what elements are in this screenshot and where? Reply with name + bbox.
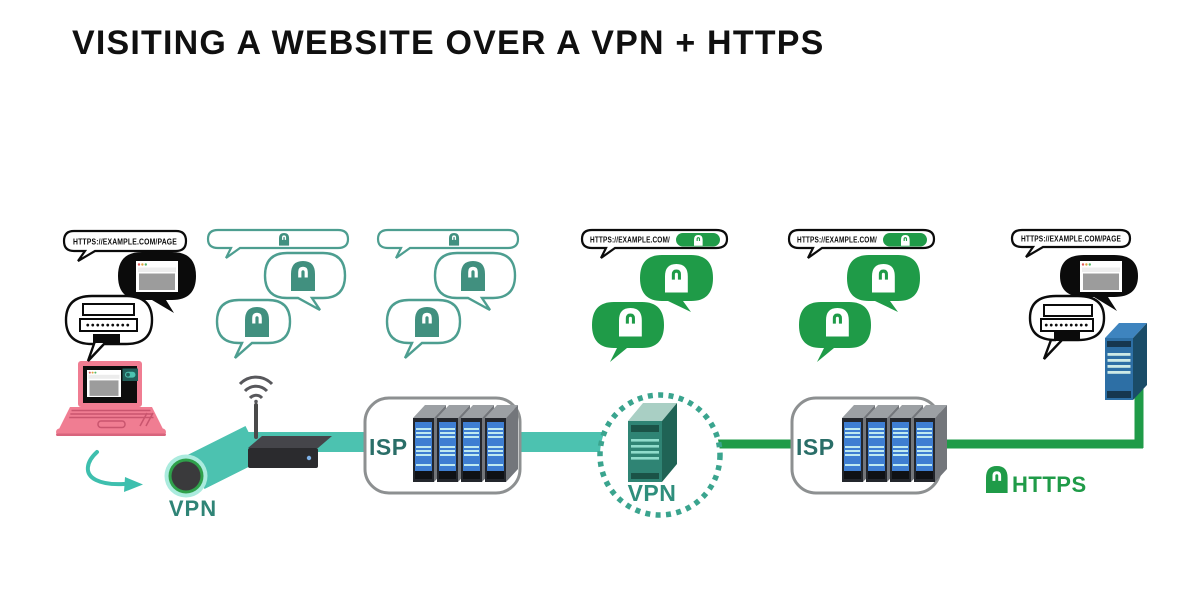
login-button-icon <box>1054 332 1080 341</box>
wifi-dot <box>254 399 258 404</box>
user-url-text: HTTPS://EXAMPLE.COM/PAGE <box>73 238 177 247</box>
keyboard <box>69 409 154 427</box>
login-button-icon <box>93 334 120 343</box>
browser-window-icon <box>1080 261 1122 292</box>
page-title: VISITING A WEBSITE OVER A VPN + HTTPS <box>72 24 825 62</box>
router-top <box>248 436 332 448</box>
browser-window-icon <box>87 370 121 397</box>
wifi-router <box>238 375 332 468</box>
tunnel-opening-core <box>171 461 201 491</box>
lock-icon <box>291 261 315 291</box>
browser-window-icon <box>136 261 178 292</box>
destination-login-bubble <box>1028 294 1106 360</box>
https-label: HTTPS <box>1012 472 1087 497</box>
destination-url-bubble <box>1010 228 1132 258</box>
https-encrypted-traffic-1: HTTPS://EXAMPLE.COM/ <box>580 228 729 362</box>
user-traffic-group: HTTPS://EXAMPLE.COM/PAGE ••••••••• <box>62 229 196 362</box>
destination-url-text: HTTPS://EXAMPLE.COM/PAGE <box>1021 235 1121 244</box>
isp-box-1: ISP <box>363 396 522 495</box>
encrypted-url-pill <box>206 228 350 259</box>
vpn-server-node: VPN <box>597 392 723 518</box>
lock-icon <box>665 264 688 293</box>
destination-server-icon <box>1105 323 1147 400</box>
vpn-server-label: VPN <box>628 480 677 506</box>
isp-2-label: ISP <box>796 434 835 460</box>
vpn-tunnel-label: VPN <box>169 496 217 521</box>
lock-icon <box>619 308 642 337</box>
server-tower-icon <box>485 405 518 482</box>
router-led <box>306 455 312 461</box>
encrypted-url-text: HTTPS://EXAMPLE.COM/ <box>590 236 670 245</box>
vpn-toggle-icon <box>122 368 138 381</box>
wifi-icon <box>238 375 274 400</box>
router-antenna <box>254 403 258 439</box>
vpn-encrypted-traffic-1 <box>206 228 350 359</box>
isp-1-label: ISP <box>369 434 408 460</box>
login-form-icon: ••••••••• <box>1040 304 1094 341</box>
password-mask-text: ••••••••• <box>1044 321 1089 332</box>
vpn-server-tower-icon <box>628 403 677 482</box>
destination-traffic-group: HTTPS://EXAMPLE.COM/PAGE ••••••••• <box>1010 228 1138 360</box>
user-url-bubble <box>62 229 188 262</box>
lock-icon <box>694 235 703 246</box>
lock-icon <box>986 466 1008 493</box>
laptop <box>56 361 166 436</box>
touchpad <box>97 420 126 429</box>
user-login-bubble <box>64 294 154 362</box>
https-encrypted-traffic-2 <box>789 230 934 362</box>
password-mask-text: ••••••••• <box>86 321 131 332</box>
redirect-arrow-icon <box>85 450 143 492</box>
lock-icon <box>279 233 290 246</box>
router-body <box>248 448 318 468</box>
laptop-base-edge <box>56 433 166 436</box>
login-form-icon: ••••••••• <box>79 303 138 343</box>
vpn-encrypted-traffic-2 <box>378 230 518 358</box>
isp-box-2: ISP <box>790 396 947 495</box>
lock-icon <box>245 307 269 337</box>
https-badge: HTTPS <box>986 466 1087 497</box>
server-tower-icon <box>914 405 947 482</box>
